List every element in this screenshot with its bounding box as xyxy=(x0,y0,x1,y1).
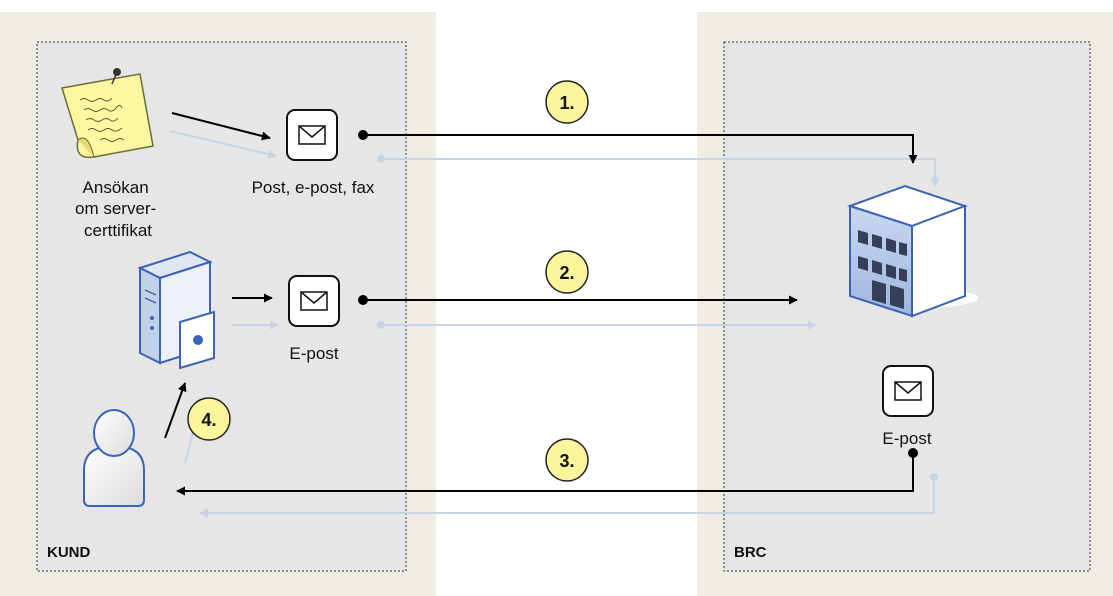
post-email-fax-label: Post, e-post, fax xyxy=(252,178,375,197)
flow-arrows xyxy=(164,112,918,496)
step-4-arrow xyxy=(164,382,187,439)
step-3-arrow xyxy=(176,453,914,496)
step-1-arrow xyxy=(363,134,918,164)
brc-zone-label: BRC xyxy=(734,544,767,561)
note-to-post-arrow xyxy=(171,112,271,141)
svg-text:1.: 1. xyxy=(559,93,574,113)
envelope-icon xyxy=(286,109,338,161)
step-badge-3: 3. xyxy=(545,438,589,482)
application-label: Ansökan om server- certtifikat xyxy=(75,178,161,240)
envelope-icon xyxy=(288,275,340,327)
svg-text:2.: 2. xyxy=(559,263,574,283)
email-label: E-post xyxy=(289,344,338,363)
kund-zone-label: KUND xyxy=(47,544,90,561)
svg-text:3.: 3. xyxy=(559,451,574,471)
person-icon xyxy=(83,409,145,507)
building-icon xyxy=(846,184,978,318)
svg-text:4.: 4. xyxy=(201,410,216,430)
certificate-icon xyxy=(179,310,215,370)
envelope-icon xyxy=(882,365,934,417)
note-icon xyxy=(61,68,154,159)
step-badge-2: 2. xyxy=(545,250,589,294)
shadow-arrows xyxy=(169,130,940,518)
step-badge-1: 1. xyxy=(545,80,589,124)
step-badge-4: 4. xyxy=(187,397,231,441)
brc-email-label: E-post xyxy=(882,429,931,448)
